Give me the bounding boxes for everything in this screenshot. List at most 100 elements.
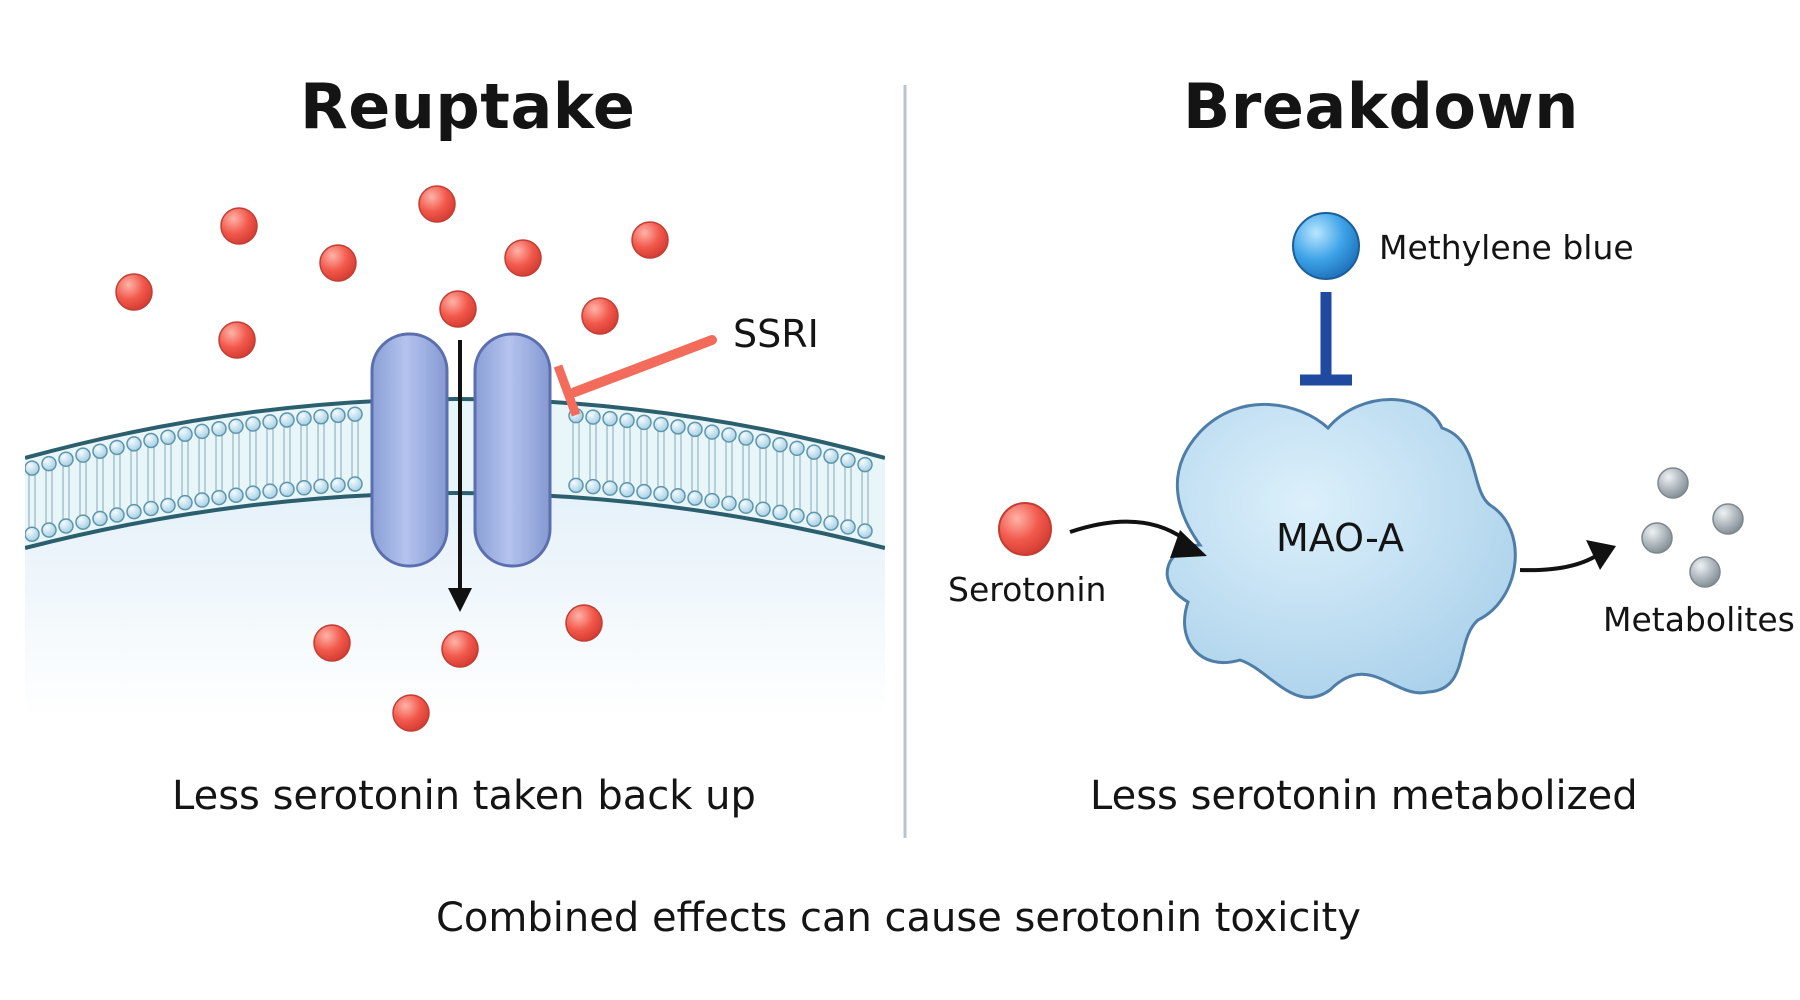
lipid-tail <box>861 470 869 526</box>
serotonin-molecule <box>220 207 258 245</box>
lipid-head <box>738 430 754 446</box>
lipid-head <box>602 480 618 496</box>
lipid-head <box>25 460 40 476</box>
lipid-tail <box>827 462 835 518</box>
lipid-tail <box>164 443 172 500</box>
lipid-head <box>585 478 601 495</box>
lipid-head <box>653 485 669 502</box>
lipid-head <box>160 497 176 514</box>
lipid-head <box>687 490 703 506</box>
lipid-head <box>840 519 856 535</box>
lipid-head <box>109 439 125 456</box>
serotonin-molecule <box>418 185 456 223</box>
lipid-head <box>313 478 329 495</box>
lipid-tail <box>28 474 36 529</box>
serotonin-molecule <box>218 321 256 359</box>
lipid-head <box>25 526 40 542</box>
lipid-head <box>568 477 584 494</box>
lipid-head <box>228 487 244 504</box>
product-arrow <box>1519 540 1616 573</box>
metabolite-molecule <box>1657 467 1689 499</box>
lipid-tail <box>113 453 121 509</box>
lipid-head <box>755 433 771 450</box>
lipid-tail <box>351 420 359 478</box>
lipid-tail <box>725 440 733 498</box>
lipid-head <box>194 492 210 508</box>
methylene-blue-molecule <box>1292 212 1360 280</box>
lipid-head <box>211 421 227 437</box>
lipid-tail <box>283 426 291 484</box>
lipid-tail <box>96 457 104 513</box>
lipid-head <box>126 436 142 452</box>
lipid-head <box>211 489 227 506</box>
lipid-tail <box>300 424 308 482</box>
lipid-head <box>619 412 635 429</box>
serotonin-molecule <box>392 694 430 732</box>
lipid-head <box>313 408 329 425</box>
lipid-head <box>755 501 771 517</box>
serotonin-molecule <box>441 630 479 668</box>
lipid-head <box>245 485 261 501</box>
lipid-head <box>177 426 193 443</box>
lipid-tail <box>215 434 223 492</box>
lipid-tail <box>317 422 325 481</box>
methylene-blue-inhibitor-bar <box>1300 292 1352 386</box>
metabolites-label: Metabolites <box>1603 600 1795 639</box>
lipid-tail <box>181 440 189 497</box>
lipid-tail <box>45 469 53 525</box>
lipid-head <box>75 447 91 463</box>
lipid-head <box>806 511 822 528</box>
lipid-bilayer <box>25 406 873 542</box>
substrate-arrow <box>1069 519 1207 558</box>
lipid-head <box>58 451 74 468</box>
ssri-label: SSRI <box>733 312 819 356</box>
lipid-head <box>840 452 856 469</box>
lipid-tail <box>606 424 614 483</box>
lipid-head <box>75 514 91 530</box>
lipid-head <box>789 508 805 524</box>
lipid-tail <box>623 426 631 484</box>
lipid-head <box>194 423 210 440</box>
serotonin-transporter <box>370 332 552 568</box>
lipid-head <box>296 480 312 496</box>
lipid-tail <box>198 437 206 495</box>
lipid-head <box>823 515 839 531</box>
lipid-tail <box>691 435 699 493</box>
lipid-tail <box>589 423 597 481</box>
lipid-head <box>721 427 737 443</box>
lipid-head <box>602 410 618 427</box>
lipid-head <box>58 518 74 534</box>
serotonin-molecules-left <box>115 185 669 732</box>
lipid-head <box>296 410 312 427</box>
lipid-head <box>738 498 754 514</box>
lipid-head <box>585 409 601 425</box>
lipid-head <box>670 419 686 435</box>
lipid-head <box>823 448 839 464</box>
lipid-head <box>228 418 244 435</box>
lipid-head <box>92 510 108 527</box>
lipid-head <box>262 483 278 499</box>
lipid-head <box>347 476 363 492</box>
mao-a-label: MAO-A <box>1276 516 1404 560</box>
lipid-tail <box>62 465 70 521</box>
left-panel-caption: Less serotonin taken back up <box>172 773 756 819</box>
lipid-head <box>772 504 788 521</box>
lipid-tail <box>249 430 257 488</box>
metabolite-molecule <box>1712 503 1744 535</box>
lipid-head <box>772 436 788 453</box>
lipid-tail <box>742 444 750 501</box>
serotonin-molecule <box>439 290 477 328</box>
lipid-head <box>670 488 686 504</box>
lipid-tail <box>640 428 648 486</box>
lipid-head <box>143 500 159 517</box>
serotonin-molecule <box>504 239 542 277</box>
lipid-head <box>279 412 295 428</box>
right-panel-title: Breakdown <box>1183 70 1579 143</box>
lipid-tail <box>759 447 767 504</box>
lipid-head <box>687 421 703 438</box>
lipid-head <box>806 444 822 460</box>
lipid-head <box>92 443 108 459</box>
lipid-tail <box>793 454 801 510</box>
reuptake-arrow <box>448 340 472 612</box>
serotonin-label: Serotonin <box>948 570 1107 609</box>
